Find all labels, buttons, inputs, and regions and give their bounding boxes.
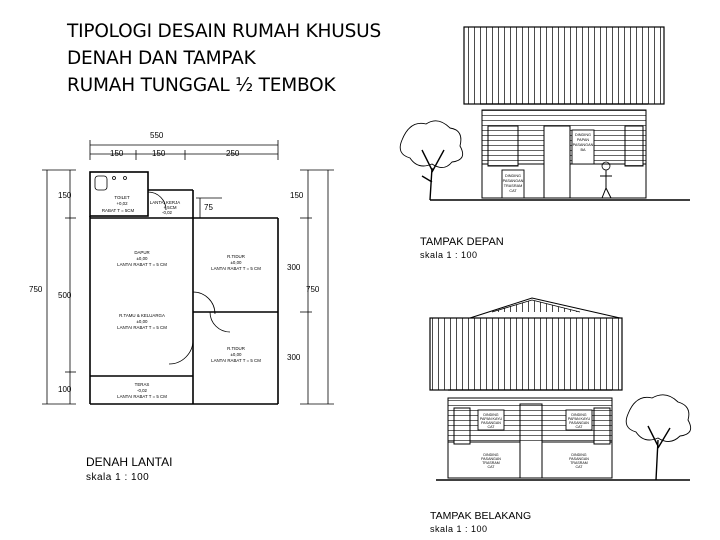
rear-note-3-l1: DINDING bbox=[483, 453, 498, 457]
front-note-2-l4: CAT bbox=[509, 189, 517, 193]
front-scale: skala 1 : 100 bbox=[420, 250, 478, 260]
room-teras-level: -0,02 bbox=[137, 388, 148, 393]
room-dapur-floor: LANTAI RABAT T = 5 CM bbox=[117, 262, 167, 267]
room-kerja-level: -0,02 bbox=[162, 210, 173, 215]
rear-note-3-l3: TRASRAM bbox=[482, 461, 500, 465]
dim-left-seg3: 100 bbox=[58, 385, 72, 394]
rear-caption: TAMPAK BELAKANG bbox=[430, 510, 531, 522]
front-note-1-l2: PAPAN bbox=[577, 138, 590, 142]
title-line-1: TIPOLOGI DESAIN RUMAH KHUSUS bbox=[67, 21, 382, 42]
dim-right-total: 750 bbox=[306, 285, 320, 294]
rear-note-2-l2: PAPAN KAYU bbox=[568, 417, 591, 421]
rear-note-4-l3: TRASRAM bbox=[570, 461, 588, 465]
plan-scale: skala 1 : 100 bbox=[86, 472, 149, 483]
front-note-1-l4: BA bbox=[580, 148, 586, 152]
rear-note-4-l1: DINDING bbox=[571, 453, 586, 457]
dim-top-seg2: 150 bbox=[152, 149, 166, 158]
rear-note-2-l3: PASANGAN bbox=[569, 421, 589, 425]
room-keluarga-floor: LANTAI RABAT T = 5 CM bbox=[117, 325, 167, 330]
rear-note-2-l4: CAT bbox=[576, 425, 584, 429]
plan-walls bbox=[89, 171, 279, 405]
front-note-2-l2: PASANGAN bbox=[503, 179, 524, 183]
rear-note-1-l4: CAT bbox=[488, 425, 496, 429]
room-teras-floor: LANTAI RABAT T = 5 CM bbox=[117, 394, 167, 399]
rear-note-3-l4: CAT bbox=[488, 465, 496, 469]
front-caption: TAMPAK DEPAN bbox=[420, 236, 504, 248]
title-line-3: RUMAH TUNGGAL ½ TEMBOK bbox=[67, 75, 336, 96]
room-kamar2-floor: LANTAI RABAT T = 5 CM bbox=[211, 358, 261, 363]
room-keluarga-level: ±0,00 bbox=[137, 319, 149, 324]
rear-scale: skala 1 : 100 bbox=[430, 524, 488, 534]
dim-mid: 75 bbox=[204, 203, 213, 212]
room-kamar1-floor: LANTAI RABAT T = 5 CM bbox=[211, 266, 261, 271]
room-kamar1-name: R.TIDUR bbox=[227, 254, 245, 259]
room-kerja-note: + 5CM bbox=[163, 205, 176, 210]
dim-left-total: 750 bbox=[29, 285, 43, 294]
room-dapur-level: ±0,00 bbox=[137, 256, 149, 261]
front-note-2-l1: DINDING bbox=[505, 174, 521, 178]
room-keluarga-name: R.TAMU & KELUARGA bbox=[119, 313, 165, 318]
plan-fixtures bbox=[94, 175, 231, 365]
dim-top-total: 550 bbox=[150, 131, 164, 140]
dim-right-seg1: 150 bbox=[290, 191, 304, 200]
rear-labels: DINDING PAPAN KAYU PASANGAN CAT DINDING … bbox=[430, 413, 590, 534]
plan-dim-top bbox=[89, 140, 279, 160]
room-toilet-floor: RABAT T = 5CM bbox=[102, 208, 135, 213]
room-kamar2-level: ±0,00 bbox=[231, 352, 243, 357]
front-note-1-l3: PASANGAN bbox=[573, 143, 594, 147]
rear-note-1-l3: PASANGAN bbox=[481, 421, 501, 425]
room-toilet-name: TOILET bbox=[114, 195, 130, 200]
plan-caption: DENAH LANTAI bbox=[86, 455, 172, 469]
room-teras-name: TERAS bbox=[135, 382, 150, 387]
dim-left-seg2: 500 bbox=[58, 291, 72, 300]
rear-note-4-l2: PASANGAN bbox=[569, 457, 589, 461]
page-title: TIPOLOGI DESAIN RUMAH KHUSUS DENAH DAN T… bbox=[67, 18, 381, 99]
rear-note-1-l2: PAPAN KAYU bbox=[480, 417, 503, 421]
dim-left-seg1: 150 bbox=[58, 191, 72, 200]
front-note-1-l1: DINDING bbox=[575, 133, 591, 137]
front-note-2-l3: TRASRAM bbox=[504, 184, 523, 188]
plan-labels: 550 150 150 250 150 750 500 100 150 300 … bbox=[29, 131, 320, 483]
plan-dim-right bbox=[196, 169, 334, 405]
title-line-2: DENAH DAN TAMPAK bbox=[67, 48, 256, 69]
rear-note-4-l4: CAT bbox=[576, 465, 584, 469]
dim-top-seg1: 150 bbox=[110, 149, 124, 158]
dim-right-seg2: 300 bbox=[287, 263, 301, 272]
rear-note-3-l2: PASANGAN bbox=[481, 457, 501, 461]
room-kerja-name: LANTAI KERJA bbox=[150, 200, 180, 205]
front-labels: DINDING PAPAN PASANGAN BA DINDING PASANG… bbox=[420, 133, 594, 260]
room-toilet-level: +0,02 bbox=[116, 201, 128, 206]
rear-elevation bbox=[429, 297, 692, 481]
room-kamar1-level: ±0,00 bbox=[231, 260, 243, 265]
dim-right-seg3: 300 bbox=[287, 353, 301, 362]
room-dapur-name: DAPUR bbox=[134, 250, 149, 255]
rear-note-2-l1: DINDING bbox=[571, 413, 586, 417]
room-kamar2-name: R.TIDUR bbox=[227, 346, 245, 351]
front-elevation bbox=[399, 26, 690, 201]
floor-plan bbox=[42, 140, 334, 405]
dim-top-seg3: 250 bbox=[226, 149, 240, 158]
rear-note-1-l1: DINDING bbox=[483, 413, 498, 417]
plan-dim-left bbox=[42, 169, 76, 405]
